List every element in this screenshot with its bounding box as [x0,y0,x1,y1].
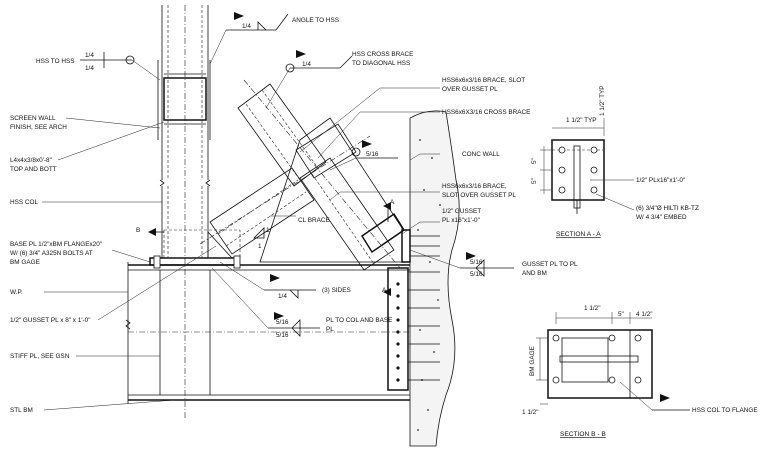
weld-size-five-sixteenths-c: 5/16 [470,271,483,278]
label-hss-to-hss: HSS TO HSS [36,58,74,65]
weld-symbols [80,12,514,337]
screen-wall-angles [157,60,211,140]
label-three-sides: (3) SIDES [322,287,351,294]
label-base-pl-2: W/ (6) 3/4" A325N BOLTS AT [10,250,93,257]
weld-size-five-sixteenths-e: 5/16 [276,332,289,339]
concrete-wall [409,110,460,447]
label-hilti-2: W/ 4 3/4" EMBED [636,214,687,221]
weld-size-five-sixteenths-b: 5/16 [470,259,483,266]
label-hss-cross-brace-1: HSS CROSS BRACE [352,51,413,58]
label-hss-col-flange: HSS COL TO FLANGE [692,407,758,414]
label-hss-cross-brace-2: TO DIAGONAL HSS [352,60,410,67]
dim-one-half-b: 1 1/2" [522,409,538,416]
label-screen-wall-1: SCREEN WALL [10,115,56,122]
diagonal-hss-brace [237,79,406,271]
steel-beam [125,262,410,404]
dim-one-half-a: 1 1/2" [584,305,600,312]
label-gusset-to-pl-1: GUSSET PL TO PL [522,261,578,268]
weld-size-quarter-b: 1/4 [85,52,94,59]
section-a-a-title: SECTION A - A [556,231,601,238]
wall-embed-plate [387,229,440,391]
label-angle-to-hss: ANGLE TO HSS [292,17,339,24]
label-pl-to-col-1: PL TO COL AND BASE [326,317,392,324]
slope-mark-one-b: 1 [266,227,270,234]
dim-typ-a: 1 1/2" TYP [566,117,597,124]
hss-column [159,5,211,420]
dim-five-c: 5" [618,311,624,318]
label-angle-top-bott-2: TOP AND BOTT [10,166,57,173]
label-angle-top-bott-1: L4x4x3/8x0'-8" [10,157,52,164]
label-gusset-half-2: PL x16"x1'-0" [442,217,480,224]
dim-four-half: 4 1/2" [636,311,652,318]
label-pl-16-12: 1/2" PLx16"x1'-0" [636,177,685,184]
slope-mark-one-a: 1 [258,243,262,250]
weld-size-quarter-d: 1/4 [302,61,311,68]
label-gusset-half-1: 1/2" GUSSET [442,208,481,215]
label-wp: W.P. [10,289,23,296]
section-b-b-detail [536,312,690,411]
leader-lines [42,87,440,411]
label-gusset-to-pl-2: AND BM [522,270,547,277]
label-pl-to-col-2: PL [326,326,334,333]
dim-typ-b: 1 1/2" TYP [599,85,606,116]
section-a-a-detail [540,118,635,214]
weld-size-five-sixteenths-d: 5/16 [276,319,289,326]
section-mark-a-bottom: A [382,287,387,294]
label-conc-wall: CONC WALL [462,151,500,158]
label-cl-brace: CL BRACE [298,217,330,224]
annotation-text: ANGLE TO HSS 1/4 HSS TO HSS 1/4 1/4 HSS … [10,17,758,438]
weld-size-quarter-a: 1/4 [242,23,251,30]
base-plate-gusset [149,229,241,269]
label-brace-slot-b-1: HSS6x6x3/16 BRACE, [442,183,507,190]
label-stl-bm: STL BM [10,407,33,414]
weld-size-five-sixteenths-a: 5/16 [366,151,379,158]
label-brace-slot-1: HSS6x6x3/16 BRACE, SLOT [442,77,525,84]
label-gusset-8-12: 1/2" GUSSET PL x 8" x 1'-0" [10,317,91,324]
label-hilti-1: (6) 3/4"Ø HILTI KB-TZ [636,205,699,212]
label-base-pl-1: BASE PL 1/2"xBM FLANGEx20" [10,241,102,248]
weld-size-quarter-e: 1/4 [278,293,287,300]
section-cut-marks [148,202,391,296]
section-mark-a-top: A [390,199,395,206]
label-base-pl-3: BM GAGE [10,259,40,266]
dim-five-b: 5" [531,178,538,184]
label-cross-brace: HSS6x6X3/16 CROSS BRACE [442,109,530,116]
label-brace-slot-2: OVER GUSSET PL [442,86,498,93]
label-stiff-pl: STIFF PL, SEE GSN [10,353,70,360]
section-mark-b: B [136,227,140,234]
label-screen-wall-2: FINISH, SEE ARCH [10,124,67,131]
dim-five-a: 5" [531,158,538,164]
label-brace-slot-b-2: SLOT OVER GUSSET PL [442,192,516,199]
label-bm-gage: BM GAGE [529,346,536,376]
gusset-plate [259,117,403,263]
label-hss-col: HSS COL [10,199,39,206]
weld-size-quarter-c: 1/4 [85,65,94,72]
cross-hss-brace [199,123,371,255]
section-b-b-title: SECTION B - B [560,431,606,438]
